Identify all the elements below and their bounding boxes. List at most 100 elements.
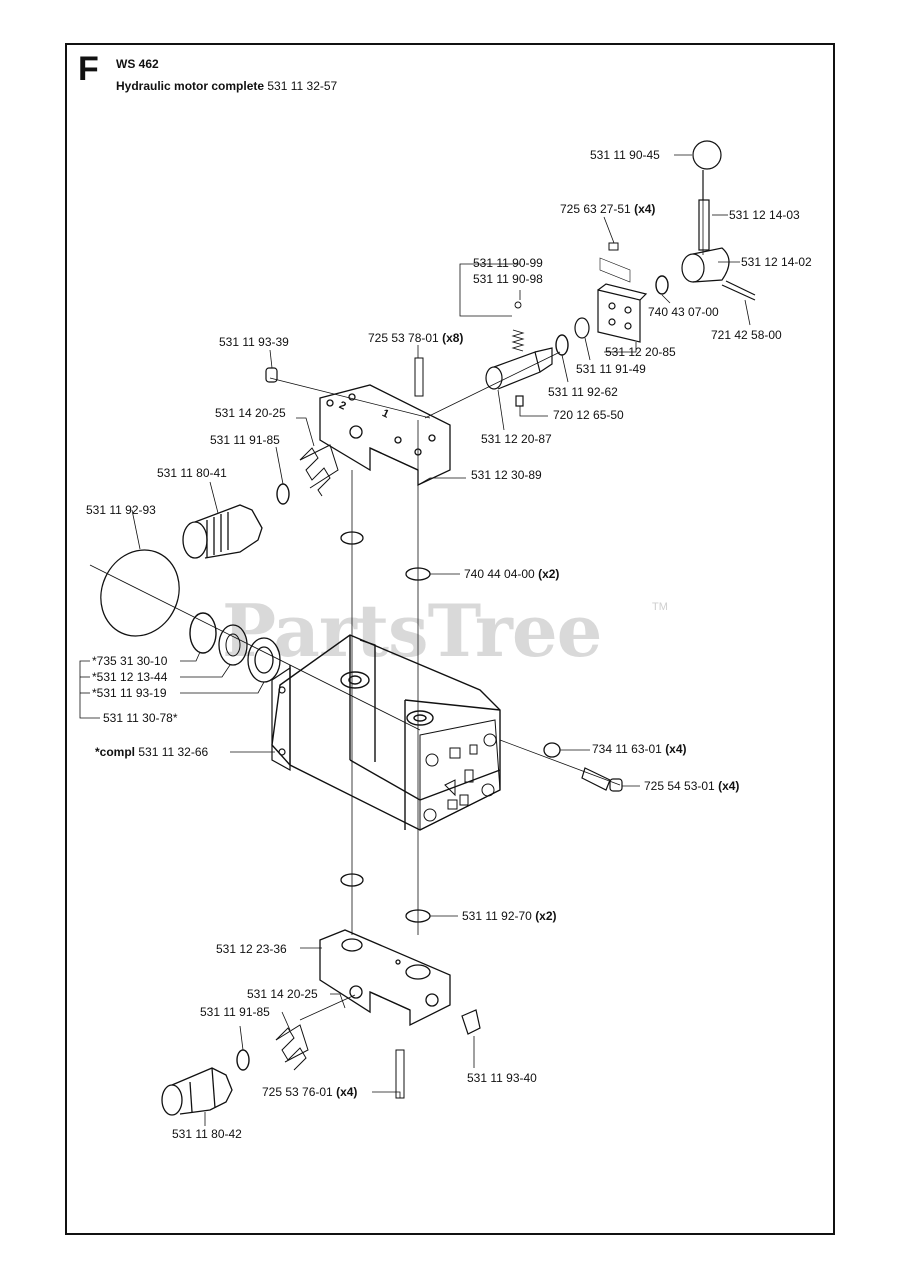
callout-531-12-23-36: 531 12 23-36 <box>216 942 287 956</box>
watermark: PartsTree <box>222 588 602 673</box>
callout-531-11-91-85-upper: 531 11 91-85 <box>210 433 280 447</box>
part-number: 531 11 91-85 <box>200 1005 270 1019</box>
long-bolt-top <box>414 357 424 397</box>
part-quantity: (x4) <box>718 779 740 793</box>
diagram-frame <box>65 43 835 1235</box>
callout-531-12-14-02: 531 12 14-02 <box>741 255 812 269</box>
callout-531-11-90-45: 531 11 90-45 <box>590 148 660 162</box>
block-mark-1: 1 <box>380 407 391 420</box>
callout-531-11-92-62: 531 11 92-62 <box>548 385 618 399</box>
part-number: 531 11 90-45 <box>590 148 660 162</box>
part-number: 531 11 92-93 <box>86 503 156 517</box>
screw-725-54 <box>581 767 623 792</box>
washer-20-85 <box>574 317 590 339</box>
part-number: 721 42 58-00 <box>711 328 782 342</box>
callout-531-11-93-19: *531 11 93-19 <box>92 686 167 700</box>
part-number: 531 12 14-02 <box>741 255 812 269</box>
part-number: 531 11 93-39 <box>219 335 289 349</box>
motor-body <box>271 634 501 831</box>
part-number: 531 11 92-70 <box>462 909 532 923</box>
part-number: *531 11 93-19 <box>92 686 167 700</box>
motor-end-face <box>419 719 501 831</box>
assembly-part-number: 531 11 32-57 <box>267 79 338 93</box>
oring-91-85-upper <box>276 483 290 505</box>
callout-531-12-20-85: 531 12 20-85 <box>605 345 676 359</box>
part-quantity: (x4) <box>634 202 656 216</box>
part-number: 531 11 30-78* <box>103 711 178 725</box>
oring-lower-left <box>340 873 364 887</box>
bearing-93-19 <box>247 637 281 683</box>
part-number: 531 12 20-87 <box>481 432 552 446</box>
callout-531-12-14-03: 531 12 14-03 <box>729 208 800 222</box>
part-number: 531 11 90-99 <box>473 256 543 270</box>
callout-531-12-13-44: *531 12 13-44 <box>92 670 167 684</box>
assembly-title-text: Hydraulic motor complete <box>116 79 265 93</box>
callout-735-31-30-10: *735 31 30-10 <box>92 654 167 668</box>
callout-531-11-80-41: 531 11 80-41 <box>157 466 227 480</box>
part-number: 740 43 07-00 <box>648 305 719 319</box>
part-number: 725 63 27-51 <box>560 202 631 216</box>
leader-lines <box>79 154 751 1126</box>
oring-91-85-lower <box>236 1049 250 1071</box>
lower-valve-block <box>319 929 451 1027</box>
part-number: 725 53 78-01 <box>368 331 439 345</box>
part-number: 531 11 32-66 <box>138 745 209 759</box>
handle-knob <box>692 140 722 251</box>
plug-93-40 <box>461 1009 481 1035</box>
plug-93-39 <box>265 367 278 383</box>
callout-531-11-90-99: 531 11 90-99 <box>473 256 543 270</box>
part-quantity: (x4) <box>336 1085 358 1099</box>
part-number: 531 12 30-89 <box>471 468 542 482</box>
part-number: 531 12 23-36 <box>216 942 287 956</box>
valve-spool <box>485 347 553 407</box>
part-number: 531 12 14-03 <box>729 208 800 222</box>
long-bolt-bottom <box>395 1049 405 1099</box>
callout-734-11-63-01: 734 11 63-01 (x4) <box>592 742 687 756</box>
part-prefix: *compl <box>95 745 136 759</box>
seal-735-31 <box>189 612 217 654</box>
watermark-trademark: TM <box>652 601 668 613</box>
part-quantity: (x8) <box>442 331 464 345</box>
callout-531-11-30-78: 531 11 30-78* <box>103 711 178 725</box>
seal-12-13 <box>218 624 248 666</box>
model-name: WS 462 <box>116 57 159 71</box>
part-number: 531 11 80-41 <box>157 466 227 480</box>
part-number: 734 11 63-01 <box>592 742 662 756</box>
callout-531-14-20-25-upper: 531 14 20-25 <box>215 406 286 420</box>
callout-725-54-53-01: 725 54 53-01 (x4) <box>644 779 739 793</box>
callout-721-42-58-00: 721 42 58-00 <box>711 328 782 342</box>
part-number: 725 54 53-01 <box>644 779 715 793</box>
callout-531-11-90-98: 531 11 90-98 <box>473 272 543 286</box>
part-number: *531 12 13-44 <box>92 670 168 684</box>
oring-large-92-93 <box>100 549 180 637</box>
callout-531-11-93-40: 531 11 93-40 <box>467 1071 537 1085</box>
oring-92-62 <box>555 334 569 356</box>
part-number: 531 11 92-62 <box>548 385 618 399</box>
washer-734-11 <box>543 742 561 758</box>
coupling-80-42 <box>161 1067 233 1116</box>
callout-531-11-92-93: 531 11 92-93 <box>86 503 156 517</box>
part-number: 531 12 20-85 <box>605 345 676 359</box>
spring-small <box>511 301 525 352</box>
part-number: *735 31 30-10 <box>92 654 168 668</box>
motor-flange <box>271 666 291 772</box>
spring-upper <box>299 444 339 497</box>
assembly-title: Hydraulic motor complete 531 11 32-57 <box>116 79 337 93</box>
part-quantity: (x2) <box>538 567 560 581</box>
callout-720-12-65-50: 720 12 65-50 <box>553 408 624 422</box>
block-mark-2: 2 <box>337 399 348 412</box>
oring-740-43 <box>655 275 669 295</box>
callout-725-53-78-01: 725 53 78-01 (x8) <box>368 331 463 345</box>
callout-531-14-20-25-lower: 531 14 20-25 <box>247 987 318 1001</box>
part-number: 720 12 65-50 <box>553 408 624 422</box>
oring-upper-left <box>340 531 364 545</box>
part-number: 531 11 93-40 <box>467 1071 537 1085</box>
part-number: 725 53 76-01 <box>262 1085 333 1099</box>
part-number: 531 11 91-85 <box>210 433 280 447</box>
callout-531-12-20-87: 531 12 20-87 <box>481 432 552 446</box>
part-number: 531 14 20-25 <box>215 406 286 420</box>
callout-531-12-30-89: 531 12 30-89 <box>471 468 542 482</box>
upper-valve-block <box>319 384 451 487</box>
callout-531-11-93-39: 531 11 93-39 <box>219 335 289 349</box>
